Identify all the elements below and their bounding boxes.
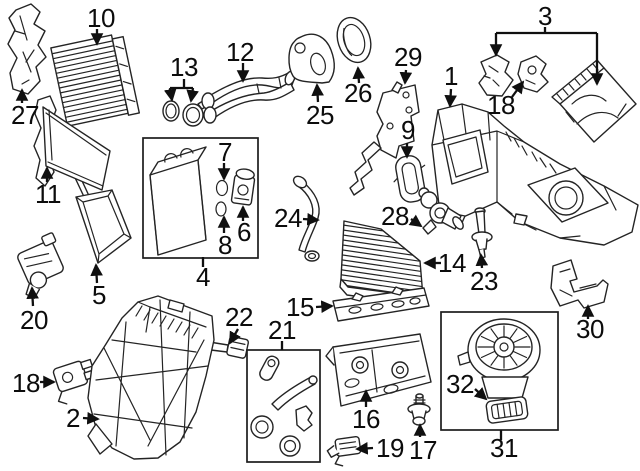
part-15-filter-cover <box>332 286 430 322</box>
callout-5[interactable]: 5 <box>92 280 106 310</box>
callout-16[interactable]: 16 <box>352 404 380 434</box>
callout-17[interactable]: 17 <box>409 435 437 465</box>
callout-21[interactable]: 21 <box>268 315 296 345</box>
part-28-valve <box>418 187 464 235</box>
callout-2[interactable]: 2 <box>66 403 80 433</box>
callout-arrow-18-top <box>511 80 525 98</box>
callout-arrow-1 <box>444 88 457 108</box>
callout-arrow-5 <box>90 263 103 284</box>
callout-18-top[interactable]: 18 <box>487 90 515 120</box>
part-29-mounting-bracket <box>349 81 420 196</box>
callout-arrow-22 <box>229 328 241 345</box>
part-24-drain-hose <box>292 175 320 262</box>
callout-4[interactable]: 4 <box>196 262 210 292</box>
callout-8[interactable]: 8 <box>218 230 232 260</box>
callout-arrow-23 <box>475 253 489 269</box>
callout-arrow-26 <box>352 66 366 84</box>
part-3-bracket <box>478 54 514 97</box>
part-26-oval-seal <box>336 16 372 64</box>
callout-19[interactable]: 19 <box>376 433 404 463</box>
callout-7[interactable]: 7 <box>218 137 232 167</box>
callout-arrow-25 <box>311 83 324 103</box>
callout-arrow-28 <box>408 214 423 228</box>
part-4-evaporator <box>149 146 207 256</box>
part-12-refrigerant-pipe <box>201 70 297 124</box>
part-32-module <box>485 396 529 424</box>
part-23-sensor <box>471 207 493 259</box>
part-11-heater-core <box>33 95 111 202</box>
part-10-evaporator-core <box>50 34 140 127</box>
part-3-cover <box>551 59 637 143</box>
blower-motor <box>457 318 541 399</box>
part-21-kit-box <box>246 349 321 463</box>
callout-15[interactable]: 15 <box>286 292 314 322</box>
callout-26[interactable]: 26 <box>344 78 372 108</box>
callout-25[interactable]: 25 <box>306 100 334 130</box>
part-6-expansion-valve <box>230 168 256 206</box>
callout-30[interactable]: 30 <box>576 314 604 344</box>
callout-arrow-13 <box>186 87 199 103</box>
part-27-bracket <box>7 3 47 95</box>
callout-12[interactable]: 12 <box>226 37 254 67</box>
part-30-bracket <box>550 259 609 309</box>
part-25-gasket <box>288 33 335 84</box>
callout-18-bottom[interactable]: 18 <box>12 368 40 398</box>
part-2-heater-housing <box>87 295 215 460</box>
callout-arrow-13 <box>163 87 177 102</box>
part-17-stud-grommet <box>407 393 431 426</box>
part-16-mounting-plate <box>325 333 432 407</box>
callout-10[interactable]: 10 <box>87 3 115 33</box>
callout-arrow-24 <box>302 212 320 226</box>
part-4-kit-box <box>142 137 259 259</box>
callout-9[interactable]: 9 <box>401 115 415 145</box>
callout-29[interactable]: 29 <box>394 42 422 72</box>
callout-arrow-32 <box>473 387 488 401</box>
part-18-top-bracket <box>517 55 549 93</box>
callout-arrow-29 <box>399 69 413 85</box>
callout-24[interactable]: 24 <box>274 203 302 233</box>
callout-arrow-15 <box>315 300 334 313</box>
callout-28[interactable]: 28 <box>381 201 409 231</box>
callout-3[interactable]: 3 <box>538 1 552 31</box>
callout-11[interactable]: 11 <box>35 179 62 209</box>
callout-1[interactable]: 1 <box>444 61 458 91</box>
callout-31[interactable]: 31 <box>490 433 518 463</box>
part-1-evaporator-housing <box>431 103 639 246</box>
callout-22[interactable]: 22 <box>225 302 253 332</box>
callout-23[interactable]: 23 <box>470 266 498 296</box>
callout-arrow-2 <box>82 411 100 425</box>
callout-arrow-20 <box>26 286 39 307</box>
callout-6[interactable]: 6 <box>237 217 251 247</box>
part-5-frame <box>75 189 132 264</box>
callout-20[interactable]: 20 <box>20 305 48 335</box>
callout-arrow-19 <box>355 442 374 455</box>
callout-13[interactable]: 13 <box>170 52 198 82</box>
callout-14[interactable]: 14 <box>438 248 466 278</box>
part-31-blower-kit-box <box>440 311 559 431</box>
callout-32[interactable]: 32 <box>446 369 474 399</box>
part-9-seal <box>393 155 426 203</box>
callout-27[interactable]: 27 <box>11 100 39 130</box>
